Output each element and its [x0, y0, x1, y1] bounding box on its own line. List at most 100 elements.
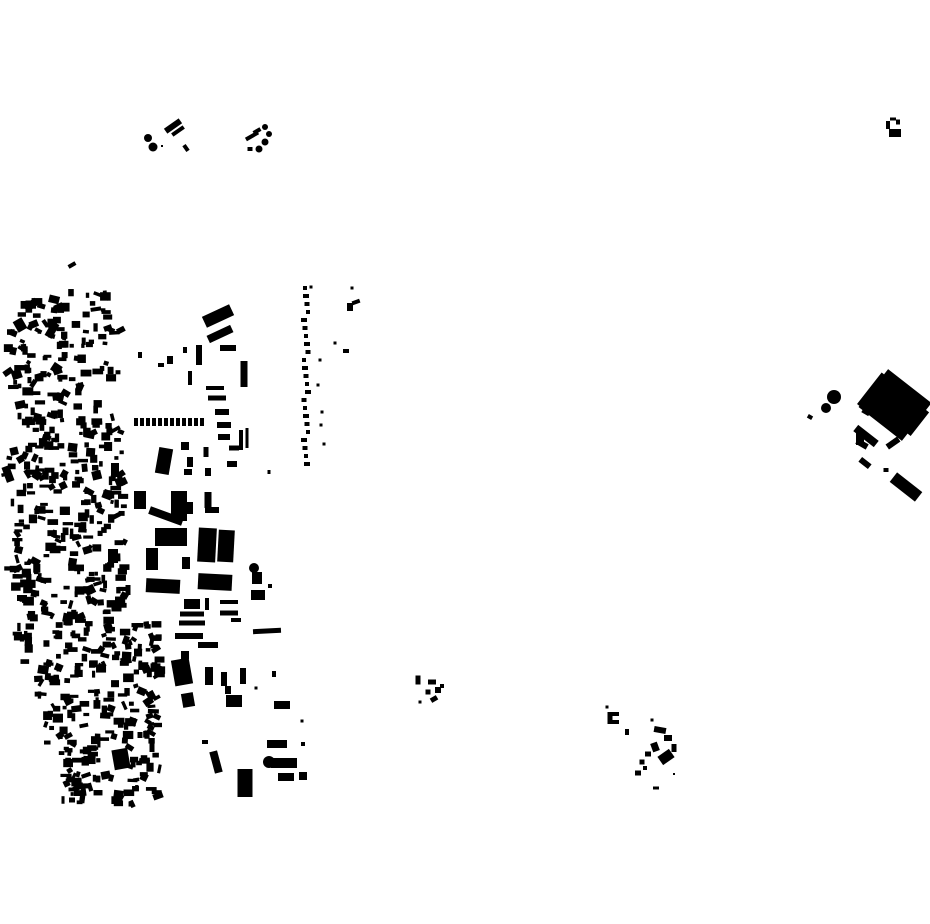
building: [322, 442, 326, 446]
building: [114, 476, 126, 488]
building: [650, 741, 660, 753]
building: [117, 693, 128, 697]
building: [20, 451, 29, 460]
building: [69, 528, 74, 536]
building: [132, 683, 139, 689]
building: [861, 407, 871, 417]
building: [74, 665, 81, 671]
building: [148, 738, 155, 744]
building: [73, 790, 83, 796]
building: [110, 499, 115, 505]
building: [121, 651, 132, 660]
building: [134, 418, 138, 426]
building: [38, 438, 48, 447]
building: [99, 461, 103, 467]
building: [205, 598, 209, 610]
building: [274, 701, 290, 709]
building: [93, 291, 104, 298]
building: [108, 476, 113, 486]
building: [92, 422, 100, 428]
building: [146, 669, 152, 678]
building: [124, 642, 132, 650]
building: [52, 366, 63, 376]
building: [75, 469, 80, 475]
building: [82, 486, 95, 497]
building: [48, 446, 60, 450]
building: [62, 612, 71, 623]
building: [94, 733, 101, 737]
building: [128, 799, 136, 809]
building: [198, 642, 218, 648]
building: [117, 723, 124, 728]
building: [43, 354, 52, 358]
building: [858, 456, 872, 470]
building: [40, 577, 52, 583]
building: [144, 624, 151, 629]
building: [151, 621, 162, 628]
building: [158, 418, 162, 426]
building: [278, 773, 294, 781]
building: [59, 546, 67, 551]
building: [304, 454, 308, 458]
building: [60, 773, 72, 778]
building: [34, 327, 43, 335]
building: [653, 786, 659, 790]
building: [425, 689, 431, 695]
building: [120, 504, 127, 509]
building: [161, 145, 163, 147]
building: [49, 475, 56, 484]
building: [49, 612, 55, 620]
building: [53, 705, 61, 712]
building: [71, 705, 82, 713]
building: [114, 456, 119, 460]
building: [66, 773, 73, 783]
building: [81, 783, 92, 789]
building: [86, 544, 93, 552]
building: [175, 633, 203, 639]
building: [35, 418, 47, 425]
building: [111, 680, 120, 688]
building: [35, 416, 46, 421]
building: [119, 591, 130, 600]
building: [68, 289, 74, 297]
building: [20, 659, 30, 664]
building: [154, 656, 165, 663]
building: [857, 372, 899, 418]
building: [12, 631, 22, 636]
building: [96, 758, 101, 763]
building: [59, 726, 68, 735]
building: [13, 529, 22, 539]
building: [37, 678, 45, 687]
building: [318, 358, 322, 362]
building: [72, 757, 83, 763]
building: [125, 585, 131, 595]
building: [650, 718, 654, 722]
building: [103, 314, 113, 320]
building: [44, 441, 54, 450]
building: [99, 365, 105, 371]
building: [145, 787, 157, 791]
building: [240, 361, 248, 387]
building: [44, 740, 51, 745]
building: [42, 356, 48, 361]
building: [65, 642, 73, 649]
building: [71, 777, 82, 787]
building: [102, 341, 108, 346]
building: [91, 464, 99, 471]
building: [13, 545, 24, 555]
building: [100, 652, 110, 659]
building: [93, 400, 102, 408]
building: [8, 328, 18, 338]
building: [10, 498, 15, 507]
building: [26, 491, 36, 495]
building: [71, 713, 76, 722]
building: [94, 571, 98, 576]
building: [71, 772, 77, 780]
building: [16, 489, 26, 497]
building: [101, 705, 107, 715]
building: [75, 540, 82, 548]
building: [343, 349, 349, 353]
building: [145, 712, 154, 720]
building: [121, 635, 130, 646]
building: [103, 564, 112, 572]
